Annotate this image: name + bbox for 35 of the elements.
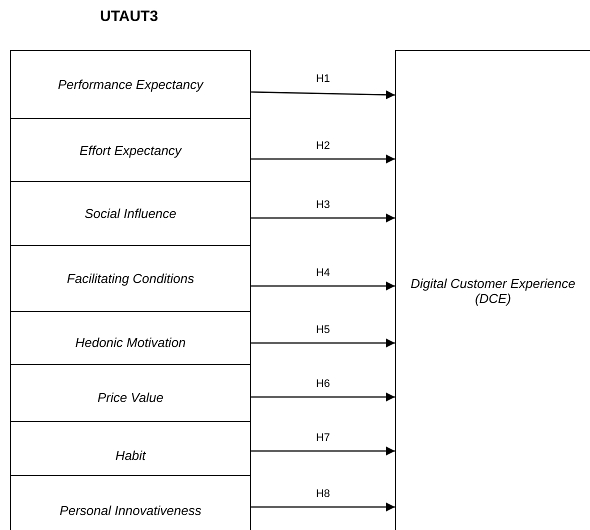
construct-box: [10, 421, 251, 476]
edge-label: H2: [314, 140, 332, 152]
edge-label: H5: [314, 324, 332, 336]
construct-box: [10, 475, 251, 530]
edge-label: H7: [314, 432, 332, 444]
arrow: [251, 338, 395, 348]
edge-label: H8: [314, 488, 332, 500]
diagram-title: UTAUT3: [100, 8, 158, 25]
node-label: Social Influence: [84, 206, 176, 221]
node-label: Effort Expectancy: [80, 142, 182, 158]
node-label: Facilitating Conditions: [66, 271, 194, 286]
arrow: [251, 392, 395, 402]
arrow: [251, 502, 395, 512]
edge-label: H3: [314, 199, 332, 211]
construct-box: [10, 50, 251, 119]
construct-box: [10, 118, 251, 182]
arrow: [250, 90, 396, 100]
construct-box: [10, 311, 251, 365]
edge-label: H4: [314, 267, 332, 279]
node-label: Digital Customer Experience (DCE): [410, 276, 576, 306]
arrow: [251, 214, 395, 222]
construct-box: [10, 245, 251, 312]
node-label: Price Value: [98, 390, 164, 404]
node-label: Hedonic Motivation: [75, 334, 186, 350]
node-label: Habit: [115, 448, 146, 463]
node-label: Performance Expectancy: [58, 77, 204, 92]
arrow: [251, 446, 395, 456]
node-label: Personal Innovativeness: [60, 502, 202, 518]
edge-label: H6: [314, 378, 332, 390]
edge-label: H1: [314, 73, 332, 85]
arrow: [251, 282, 395, 290]
arrow: [251, 154, 395, 164]
outcome-box: [395, 50, 590, 530]
construct-box: [10, 181, 251, 246]
construct-box: [10, 364, 251, 422]
